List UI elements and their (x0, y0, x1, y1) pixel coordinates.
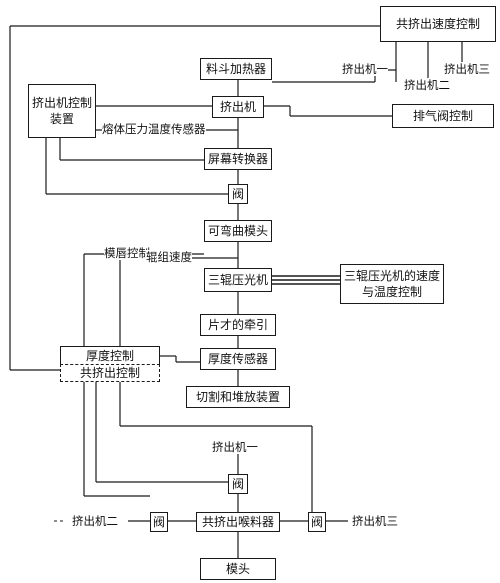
calender-speed-temp-control-box: 三辊压光机的速度与温度控制 (340, 264, 444, 304)
sheet-haul-off-box: 片才的牵引 (200, 314, 276, 336)
extruder-control-device-box: 挤出机控制装置 (28, 84, 96, 138)
main-valve-box: 阀 (228, 184, 248, 204)
hopper-heater-box: 料斗加热器 (200, 58, 272, 80)
valve-extruder-3-box: 阀 (308, 512, 326, 532)
valve-extruder-2-box: 阀 (150, 512, 168, 532)
label-extruder-1-top: 挤出机一 (342, 62, 388, 76)
cut-and-stack-box: 切割和堆放装置 (186, 386, 290, 408)
label-extruder-1-bottom: 挤出机一 (212, 440, 258, 454)
valve-extruder-1-box: 阀 (228, 474, 248, 494)
label-extruder-2-bottom: 挤出机二 (72, 514, 118, 528)
flexible-die-box: 可弯曲模头 (204, 220, 272, 242)
extruder-box: 挤出机 (212, 96, 264, 118)
thickness-sensor-box: 厚度传感器 (200, 348, 276, 370)
screen-changer-box: 屏幕转换器 (204, 148, 272, 170)
die-box: 模头 (200, 558, 276, 580)
label-extruder-3-top: 挤出机三 (444, 62, 490, 76)
thickness-control-box: 厚度控制 (60, 346, 160, 366)
coex-feedblock-box: 共挤出喉料器 (196, 512, 280, 532)
three-roll-calender-box: 三辊压光机 (204, 268, 272, 292)
label-extruder-3-bottom: 挤出机三 (352, 514, 398, 528)
label-melt-pressure-temp-sensor: 熔体压力温度传感器 (102, 122, 206, 136)
exhaust-valve-control-box: 排气阀控制 (392, 104, 494, 128)
coex-speed-control-box: 共挤出速度控制 (380, 6, 496, 42)
coextrusion-control-box: 共挤出控制 (60, 364, 160, 382)
label-roll-speed: 辊组速度 (146, 250, 192, 264)
label-extruder-2-top: 挤出机二 (404, 78, 450, 92)
label-die-lip-control: 模唇控制 (104, 246, 150, 260)
